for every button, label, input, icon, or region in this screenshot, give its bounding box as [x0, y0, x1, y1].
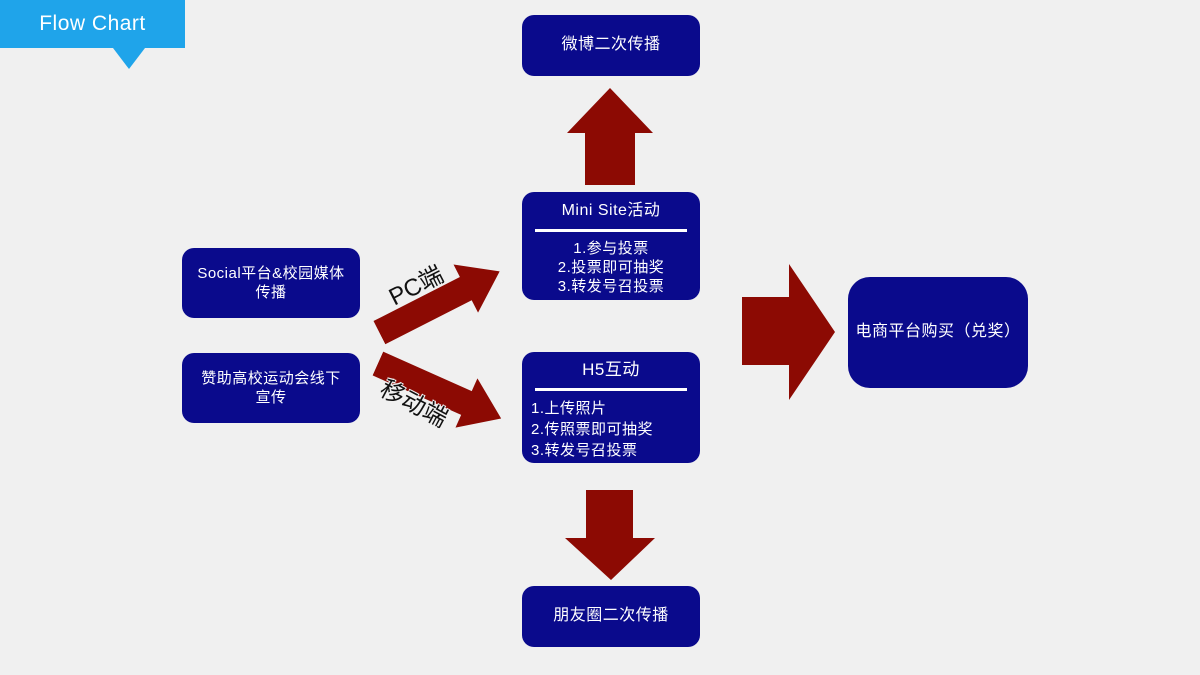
node-title: H5互动 — [582, 360, 640, 379]
node-item-list: 1.参与投票 2.投票即可抽奖 3.转发号召投票 — [558, 239, 665, 296]
node-title: Mini Site活动 — [561, 202, 661, 219]
banner-pointer — [113, 48, 145, 69]
right-arrow-icon — [742, 264, 835, 400]
node-label-line: 宣传 — [255, 389, 287, 406]
node-label-line: Social平台&校园媒体 — [197, 264, 345, 282]
up-arrow-icon — [567, 88, 653, 185]
node-social-media: Social平台&校园媒体 传播 — [182, 248, 360, 318]
node-item-list: 1.上传照片 2.传照票即可抽奖 3.转发号召投票 — [522, 398, 700, 461]
down-arrow-icon — [565, 490, 655, 580]
banner-title: Flow Chart — [39, 12, 146, 35]
node-label: 朋友圈二次传播 — [553, 607, 669, 625]
list-item: 3.转发号召投票 — [557, 277, 665, 295]
node-label: 微博二次传播 — [561, 36, 661, 54]
node-label: 电商平台购买（兑奖） — [855, 323, 1021, 341]
node-label-line: 赞助高校运动会线下 — [201, 369, 341, 387]
node-label-line: 传播 — [255, 284, 287, 301]
node-weibo-respread: 微博二次传播 — [522, 15, 700, 76]
node-ecommerce-redeem: 电商平台购买（兑奖） — [848, 277, 1028, 388]
list-item: 3.转发号召投票 — [531, 442, 638, 460]
node-minisite: Mini Site活动 1.参与投票 2.投票即可抽奖 3.转发号召投票 — [522, 192, 700, 300]
pc-diagonal-arrow-icon — [367, 247, 512, 356]
node-h5: H5互动 1.上传照片 2.传照票即可抽奖 3.转发号召投票 — [522, 352, 700, 463]
title-underline — [535, 388, 687, 392]
mobile-diagonal-arrow-icon — [367, 339, 512, 443]
list-item: 2.投票即可抽奖 — [557, 258, 665, 276]
title-underline — [535, 228, 687, 232]
list-item: 2.传照票即可抽奖 — [531, 421, 654, 439]
list-item: 1.上传照片 — [531, 400, 607, 418]
flow-chart-banner: Flow Chart — [0, 0, 185, 48]
node-moments-respread: 朋友圈二次传播 — [522, 586, 700, 647]
node-sponsor-offline: 赞助高校运动会线下 宣传 — [182, 353, 360, 423]
list-item: 1.参与投票 — [573, 239, 649, 257]
